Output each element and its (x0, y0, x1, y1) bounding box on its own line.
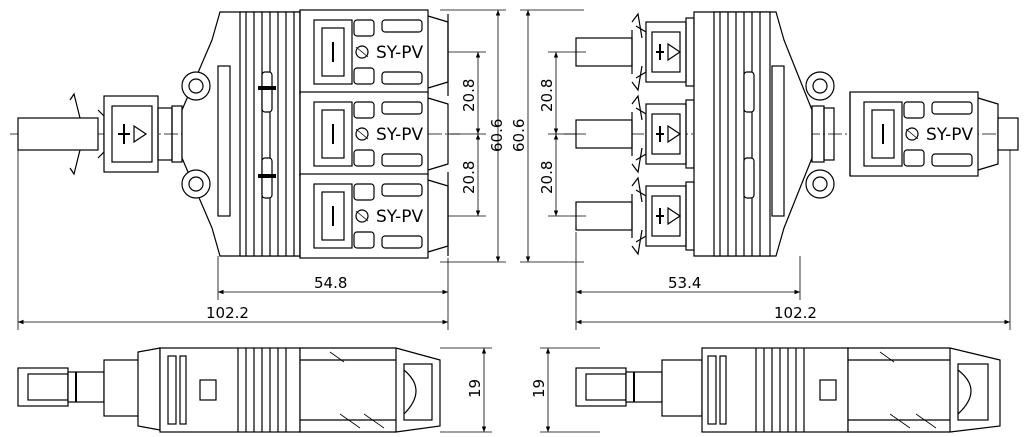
dim-side-right-thickness: 19 (530, 379, 548, 398)
dim-left-body-length: 54.8 (314, 274, 347, 292)
left-top-view: SY-PV SY-PV SY-PV (10, 9, 460, 259)
right-side-view: 19 (530, 347, 1001, 433)
dim-left-total-length: 102.2 (206, 304, 249, 322)
left-ribs (245, 12, 295, 256)
brand-label: SY-PV (926, 125, 974, 145)
dim-side-left-thickness: 19 (466, 379, 484, 398)
dim-left-pitch-top: 20.8 (460, 79, 478, 112)
left-dimensions: 20.8 20.8 60.6 54.8 102.2 (17, 9, 506, 330)
right-dimensions: 60.6 20.8 20.8 53.4 102.2 (510, 9, 1011, 330)
dim-right-total-height: 60.6 (510, 119, 528, 152)
brand-label: SY-PV (376, 125, 424, 145)
dim-right-pitch-bottom: 20.8 (538, 161, 556, 194)
dim-left-total-height: 60.6 (488, 119, 506, 152)
dim-right-total-length: 102.2 (774, 304, 817, 322)
brand-label: SY-PV (376, 207, 424, 227)
right-top-view: SY-PV (564, 11, 1019, 257)
dim-right-body-length: 53.4 (668, 274, 701, 292)
left-side-view: 19 (17, 347, 492, 433)
right-ribs (719, 12, 761, 256)
dim-left-pitch-bottom: 20.8 (460, 161, 478, 194)
dim-right-pitch-top: 20.8 (538, 79, 556, 112)
brand-label: SY-PV (376, 43, 424, 63)
